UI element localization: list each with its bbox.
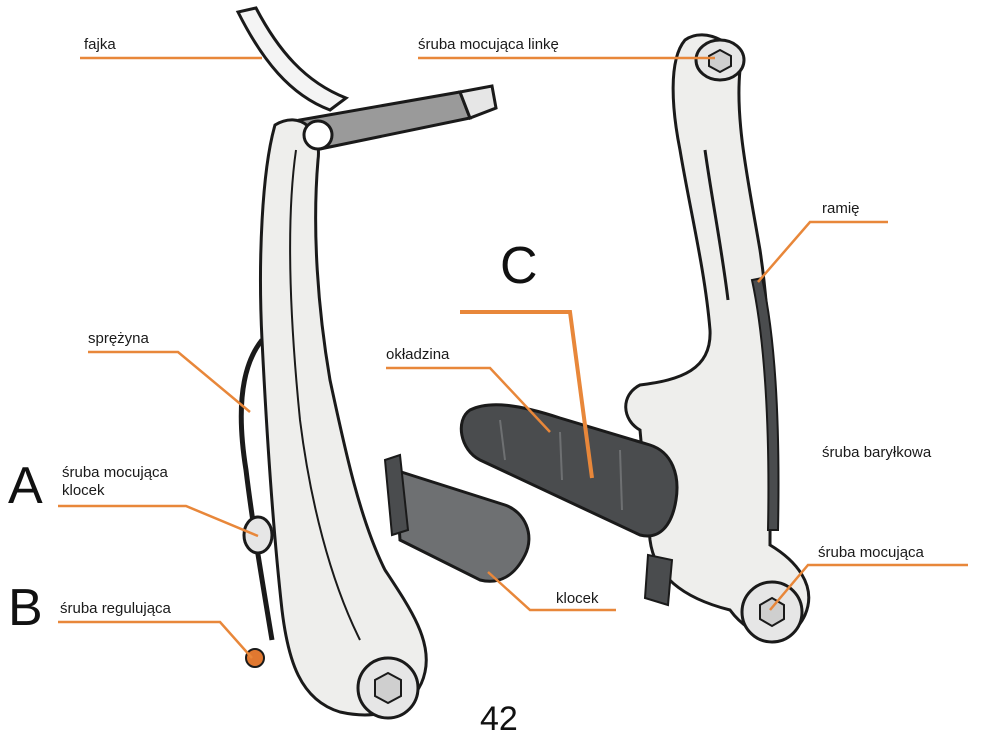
spring-wire	[238, 338, 275, 641]
label-klocek: klocek	[556, 590, 599, 607]
cable-pivot	[302, 119, 334, 151]
left-pivot-hex	[374, 671, 402, 705]
label-okladzina: okładzina	[386, 346, 450, 363]
leader-mocujaca	[769, 563, 968, 611]
cable-housing	[235, 6, 350, 112]
leader-klocek-mount	[58, 504, 259, 538]
left-pad-holder	[383, 453, 410, 537]
leader-okladzina	[386, 366, 551, 433]
noodle-tip	[457, 84, 498, 120]
left-brake-pad	[393, 467, 531, 583]
right-pivot-hex	[759, 596, 785, 628]
label-ramie: ramię	[822, 200, 860, 217]
left-arm-body	[259, 118, 428, 717]
leader-lines	[58, 56, 968, 659]
letter-b: B	[8, 579, 43, 637]
right-pad-groove	[499, 419, 623, 511]
left-arm-ridge	[289, 149, 361, 641]
left-brake-arm	[235, 6, 531, 720]
label-sruba-mocujaca-klocek: śruba mocująca klocek	[62, 464, 168, 499]
label-fajka: fajka	[84, 36, 116, 53]
right-arm-body	[624, 33, 811, 638]
leader-klocek	[487, 571, 616, 612]
cable-anchor-hex	[708, 48, 732, 74]
label-sruba-mocujaca-linke: śruba mocująca linkę	[418, 36, 559, 53]
leader-sprezyna	[88, 350, 251, 413]
leader-c	[460, 310, 594, 479]
label-sruba-mocujaca: śruba mocująca	[818, 544, 924, 561]
right-brake-pad	[459, 403, 679, 538]
label-sprezyna: sprężyna	[88, 330, 149, 347]
right-brake-arm	[459, 33, 811, 644]
right-pad-stud	[643, 553, 674, 607]
letter-a: A	[8, 457, 43, 515]
leader-regulujaca	[58, 620, 253, 659]
right-arm-dark-edge	[750, 276, 780, 531]
letter-c: C	[500, 237, 538, 295]
page-number: 42	[480, 700, 518, 738]
label-sruba-barylkowa: śruba baryłkowa	[822, 444, 932, 461]
right-arm-slot	[703, 149, 730, 301]
label-sruba-regulujaca: śruba regulująca	[60, 600, 171, 617]
leader-ramie	[757, 220, 888, 283]
adjust-screw	[245, 648, 265, 668]
